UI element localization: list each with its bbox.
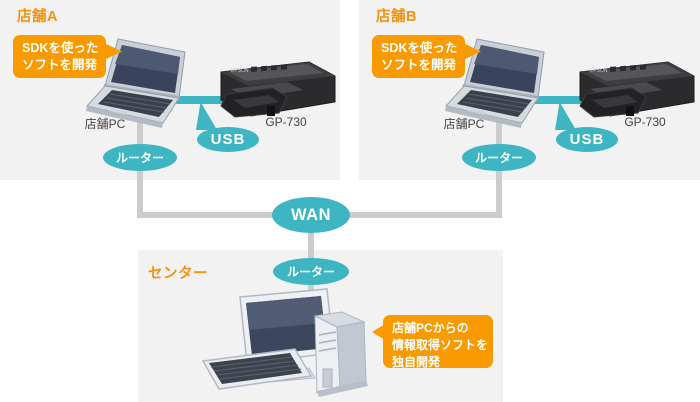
store-a-bubble-line2: ソフトを開発 — [22, 58, 98, 72]
center-bubble-line2: 情報取得ソフトを — [392, 338, 489, 352]
center-title: センター — [148, 266, 208, 282]
wan-badge: WAN — [272, 197, 350, 233]
center-bubble-line1: 店舗PCからの — [392, 321, 469, 335]
store-a-printer-label: GP-730 — [265, 115, 307, 129]
store-b-pc-label: 店舗PC — [443, 117, 485, 131]
store-b-router-badge: ルーター — [462, 144, 536, 171]
store-b-wan-line — [496, 180, 502, 218]
store-a-router-badge: ルーター — [103, 144, 177, 171]
laptop-illustration — [445, 38, 545, 128]
store-b-title: 店舗B — [376, 9, 417, 25]
store-a-wan-line — [137, 180, 143, 218]
center-dev-bubble: 店舗PCからの 情報取得ソフトを 独自開発 — [383, 315, 493, 369]
store-a-usb-line — [174, 96, 244, 104]
store-b-sdk-bubble: SDKを使った ソフトを開発 — [372, 35, 465, 78]
laptop-illustration — [86, 38, 186, 128]
store-b-bubble-line2: ソフトを開発 — [381, 58, 457, 72]
desktop-pc-illustration — [201, 288, 368, 397]
store-b-usb-line — [533, 96, 603, 104]
center-bubble-line3: 独自開発 — [392, 355, 441, 369]
center-router-badge: ルーター — [273, 258, 349, 285]
printer-illustration: EPSON — [579, 61, 695, 118]
panel-store-a: 店舗A 店舗PC — [0, 0, 340, 180]
store-a-usb-badge: USB — [197, 127, 259, 152]
store-b-usb-badge: USB — [556, 127, 618, 152]
store-a-pc-label: 店舗PC — [84, 117, 126, 131]
store-a-sdk-bubble: SDKを使った ソフトを開発 — [13, 35, 106, 78]
store-b-printer-label: GP-730 — [624, 115, 666, 129]
store-b-bubble-line1: SDKを使った — [381, 41, 458, 55]
svg-text:EPSON: EPSON — [590, 68, 608, 74]
printer-illustration: EPSON — [220, 61, 336, 118]
panel-store-b: 店舗B 店舗PC — [359, 0, 700, 180]
svg-text:EPSON: EPSON — [231, 68, 249, 74]
wan-center-line — [308, 218, 314, 262]
store-a-bubble-line1: SDKを使った — [22, 41, 99, 55]
store-a-title: 店舗A — [17, 9, 58, 25]
